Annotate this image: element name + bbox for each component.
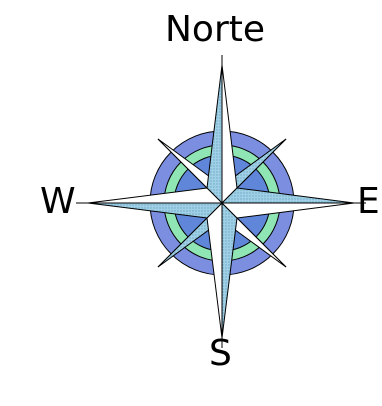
- east-label: E: [357, 181, 380, 222]
- north-label: Norte: [165, 9, 266, 50]
- south-label: S: [209, 333, 232, 374]
- west-label: W: [40, 181, 76, 222]
- cardinal-points: [87, 64, 355, 339]
- west-point-bottom: [87, 202, 224, 219]
- tip-lines: [76, 55, 366, 348]
- east-point-bottom: [220, 202, 355, 219]
